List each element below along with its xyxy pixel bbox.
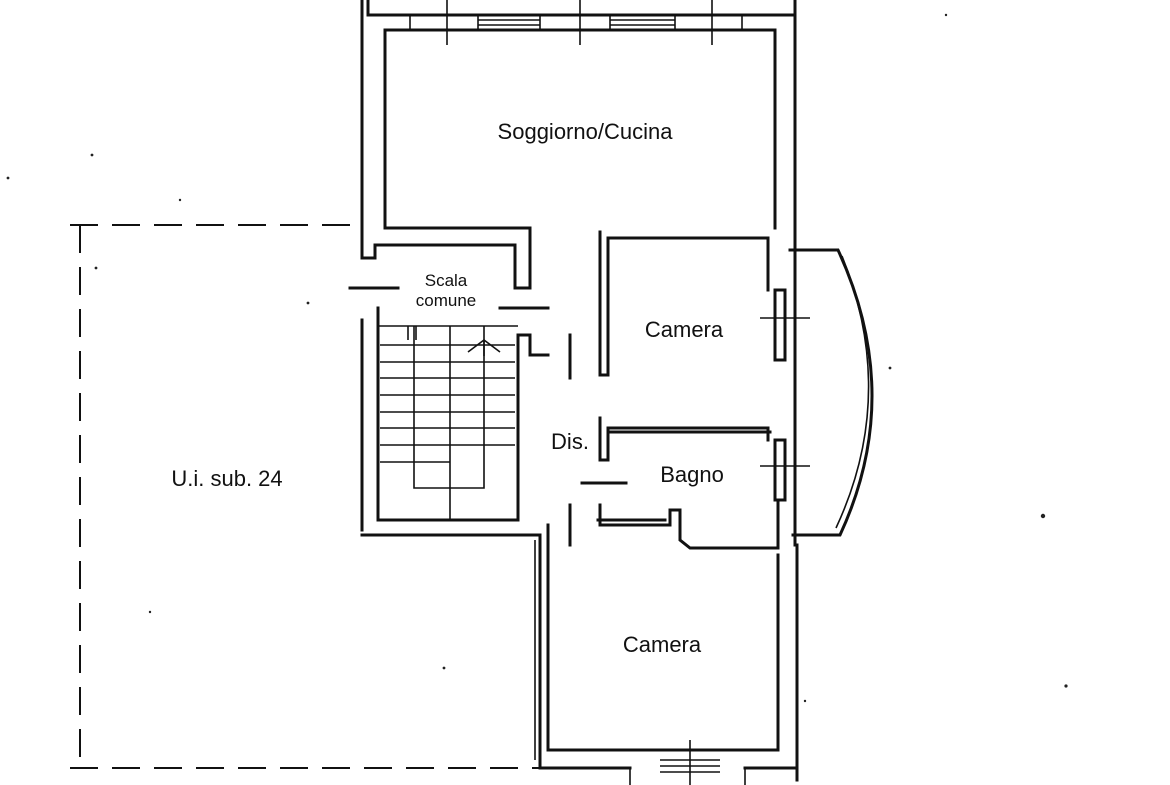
stair-label-line1: Scala (425, 271, 468, 290)
stair-label-line2: comune (416, 291, 476, 310)
bottom-window (660, 740, 720, 785)
adjacent-unit-label: U.i. sub. 24 (171, 466, 282, 491)
scan-specks (6, 13, 1068, 703)
door-marks (348, 286, 628, 547)
room-labels: Soggiorno/Cucina Scala comune Camera Dis… (171, 119, 724, 657)
adjacent-unit-boundary (70, 224, 540, 769)
living-kitchen-label: Soggiorno/Cucina (498, 119, 674, 144)
bathroom-label: Bagno (660, 462, 724, 487)
bay-window (760, 248, 874, 537)
staircase (378, 325, 518, 520)
top-windows (409, 0, 743, 45)
outer-walls (360, 0, 799, 785)
hallway-label: Dis. (551, 429, 589, 454)
interior-partitions (596, 230, 780, 550)
bedroom-top-label: Camera (645, 317, 724, 342)
bedroom-bottom-label: Camera (623, 632, 702, 657)
